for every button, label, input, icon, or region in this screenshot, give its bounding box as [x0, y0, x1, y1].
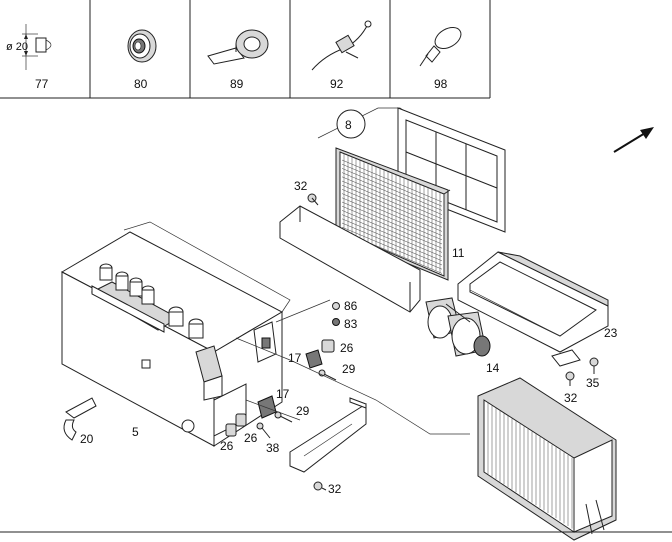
- callout-29-lower: 29: [296, 404, 310, 418]
- drain-pan: [457, 251, 609, 353]
- callout-35: 35: [586, 376, 600, 390]
- mesh-line: [341, 214, 443, 257]
- cable-tie-icon: [419, 27, 462, 67]
- lower-bracket: [289, 397, 367, 473]
- assembly-circle-8: [336, 109, 366, 139]
- grommet-icon: [127, 29, 157, 63]
- mesh-line: [341, 168, 443, 211]
- callout-20: 20: [80, 432, 94, 446]
- drain-pipe-20: [63, 397, 97, 441]
- callout-17-lower: 17: [276, 387, 290, 401]
- plug-26-left: [225, 423, 237, 437]
- callout-5: 5: [132, 425, 139, 439]
- callout-32-right: 32: [564, 391, 578, 405]
- blower-motor: [425, 297, 491, 357]
- front-direction-arrow-icon: [613, 127, 654, 153]
- part-number-80: 80: [134, 77, 148, 91]
- callout-83: 83: [344, 317, 358, 331]
- bracket-rail: [279, 205, 421, 313]
- plug-26-right: [235, 413, 247, 427]
- screw-86: [332, 302, 340, 310]
- callout-8: 8: [345, 118, 352, 132]
- connector-17-lower: [257, 395, 277, 419]
- drain-clip: [551, 349, 581, 367]
- filter-assembly: 8 11: [317, 107, 506, 281]
- assembly-leader-lines: [235, 299, 470, 435]
- callout-32-top: 32: [294, 179, 308, 193]
- screw-32-right: [565, 371, 575, 386]
- screw-38: [256, 422, 271, 439]
- callout-11: 11: [452, 246, 465, 260]
- filter-mesh: [335, 147, 451, 281]
- pipe-stubs: [99, 263, 155, 305]
- mesh-line: [341, 159, 443, 203]
- part-number-77: 77: [35, 77, 49, 91]
- screw-29-lower: [274, 411, 293, 423]
- screw-32-top: [307, 193, 319, 206]
- screw-32-bottom: [313, 481, 327, 491]
- mesh-line: [341, 205, 443, 249]
- part-number-89: 89: [230, 77, 244, 91]
- mesh-line: [341, 184, 443, 228]
- callout-26-left: 26: [220, 439, 234, 453]
- callout-17-top: 17: [288, 351, 302, 365]
- screw-29-top: [318, 369, 337, 381]
- cable-clamp-icon: [311, 20, 372, 71]
- plug-26-top: [321, 339, 335, 353]
- evaporator-core: [477, 377, 617, 541]
- part-number-92: 92: [330, 77, 344, 91]
- mesh-line: [341, 210, 443, 253]
- tape-roll-icon: [207, 29, 269, 65]
- filter-frame: [397, 107, 506, 233]
- dimension-label: ø 20: [6, 41, 28, 53]
- mesh-line: [341, 218, 443, 262]
- mesh-line: [341, 176, 443, 220]
- callout-38: 38: [266, 441, 280, 455]
- mesh-line: [341, 197, 443, 241]
- callout-26-right: 26: [244, 431, 258, 445]
- heater-housing: [60, 221, 291, 447]
- mesh-line: [341, 163, 443, 207]
- screw-83: [332, 318, 340, 326]
- callout-14: 14: [486, 361, 500, 375]
- mesh-line: [341, 189, 443, 232]
- accessory-parts-strip: ø 20 77 80 89 92: [0, 0, 491, 99]
- screw-35: [589, 357, 599, 374]
- mesh-line: [341, 172, 443, 215]
- mesh-line: [341, 222, 443, 266]
- mesh-line: [341, 201, 443, 245]
- part-number-98: 98: [434, 77, 448, 91]
- mesh-line: [341, 226, 443, 270]
- connector-17-top: [305, 349, 323, 369]
- mesh-line: [341, 180, 443, 224]
- callout-32-bottom: 32: [328, 482, 342, 496]
- callout-23: 23: [604, 326, 618, 340]
- callout-26-top: 26: [340, 341, 354, 355]
- callout-29-top: 29: [342, 362, 356, 376]
- grommet-dimension-icon: [22, 24, 52, 70]
- mesh-line: [341, 193, 443, 236]
- callout-86: 86: [344, 299, 358, 313]
